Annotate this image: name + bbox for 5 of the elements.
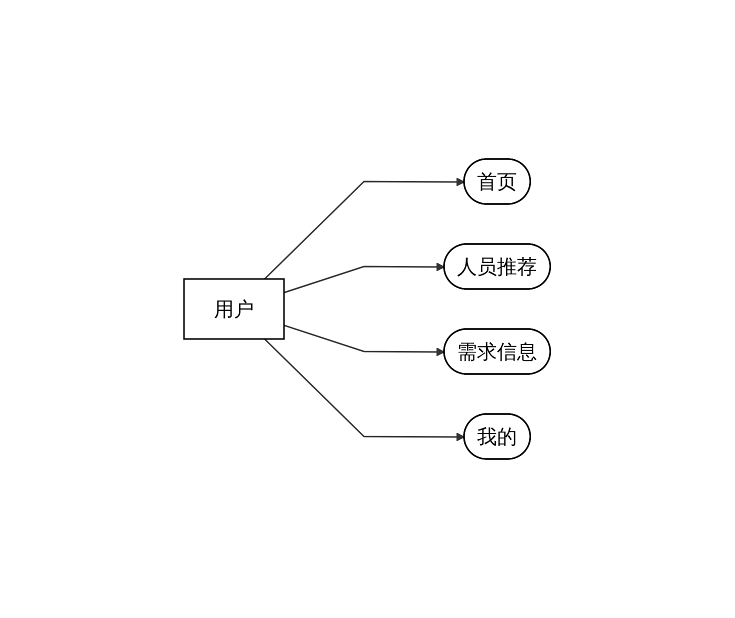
arrow: [264, 178, 466, 280]
arrow: [264, 338, 466, 442]
node-box: 用户: [184, 278, 286, 340]
arrow: [284, 262, 446, 294]
arrow: [284, 324, 446, 356]
